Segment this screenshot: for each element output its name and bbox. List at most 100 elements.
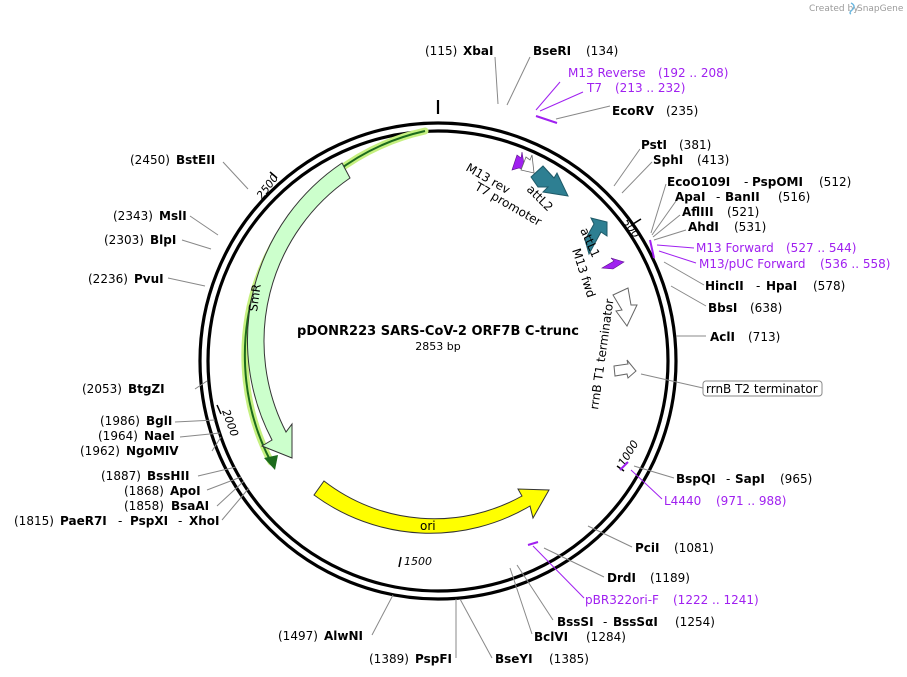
site-sapi[interactable]: SapI: [735, 472, 765, 486]
site-bsteii[interactable]: BstEII: [176, 153, 215, 167]
primer-t7-range: (213 .. 232): [615, 81, 685, 95]
smr-feature-arrow[interactable]: [247, 162, 351, 459]
site-hinc-sep: -: [756, 279, 760, 293]
smr-track-arrowhead: [264, 455, 278, 470]
site-bsaai-pos: (1858): [124, 499, 164, 513]
m13-fwd-arrow[interactable]: [601, 257, 625, 270]
primer-m13puc-forward[interactable]: M13/pUC Forward: [699, 257, 806, 271]
site-bsssi-pos: (1254): [675, 615, 715, 629]
snapgene-logo-icon: [849, 2, 855, 15]
pbr322-mark: [527, 541, 539, 546]
tick-mark-1500: [398, 556, 402, 568]
site-pspfi[interactable]: PspFI: [415, 652, 452, 666]
site-banii[interactable]: BanII: [725, 190, 760, 204]
leader-bspq: [633, 465, 675, 479]
site-pspxi[interactable]: PspXI: [130, 514, 168, 528]
primer-pbr322ori-f[interactable]: pBR322ori-F: [585, 593, 659, 607]
site-xhoi[interactable]: XhoI: [189, 514, 220, 528]
primer-m13-reverse[interactable]: M13 Reverse: [568, 66, 646, 80]
t7-promoter-arrow[interactable]: [520, 154, 535, 174]
leader-apoi: [206, 476, 242, 491]
primer-t7[interactable]: T7: [586, 81, 602, 95]
site-paer7i[interactable]: PaeR7I: [60, 514, 107, 528]
site-btgzi-pos: (2053): [82, 382, 122, 396]
site-pvui[interactable]: PvuI: [134, 272, 164, 286]
site-bsssi[interactable]: BssSI: [557, 615, 594, 629]
leader-paer: [221, 487, 250, 521]
site-bbsi[interactable]: BbsI: [708, 301, 737, 315]
leader-m13-forward: [656, 244, 695, 249]
site-alwni[interactable]: AlwNI: [324, 629, 363, 643]
leader-pvui: [167, 277, 206, 287]
site-pspomi[interactable]: PspOMI: [752, 175, 803, 189]
attl1-feature-arrow[interactable]: [584, 217, 608, 256]
site-bsssai[interactable]: BssSαI: [613, 615, 658, 629]
site-apai[interactable]: ApaI: [675, 190, 705, 204]
rrnb-t2-leader: [640, 373, 704, 389]
site-bsshii-pos: (1887): [101, 469, 141, 483]
ori-label: ori: [420, 519, 436, 533]
leader-bsteii: [222, 161, 249, 190]
site-bspqi[interactable]: BspQI: [676, 472, 716, 486]
site-ngomiv-pos: (1962): [80, 444, 120, 458]
site-apoi-pos: (1868): [124, 484, 164, 498]
site-bgli-pos: (1986): [100, 414, 140, 428]
leader-bseyi: [459, 598, 493, 659]
site-alwni-pos: (1497): [278, 629, 318, 643]
site-bclvi[interactable]: BclVI: [534, 630, 568, 644]
m13-rev-arrow[interactable]: [511, 151, 526, 171]
site-pcii[interactable]: PciI: [635, 541, 660, 555]
site-btgzi[interactable]: BtgZI: [128, 382, 165, 396]
site-apoi[interactable]: ApoI: [170, 484, 201, 498]
site-bgli[interactable]: BglI: [146, 414, 172, 428]
leader-bsaai: [216, 480, 245, 507]
rrnb-t1-terminator-arrow[interactable]: [612, 287, 638, 327]
primer-l4440-range: (971 .. 988): [716, 494, 786, 508]
site-blpi[interactable]: BlpI: [150, 233, 176, 247]
site-ecoo109i[interactable]: EcoO109I: [667, 175, 730, 189]
leader-bgli: [174, 419, 216, 423]
tick-mark-2500: [269, 171, 278, 179]
site-hincii[interactable]: HincII: [705, 279, 744, 293]
site-ecorv[interactable]: EcoRV: [612, 104, 655, 118]
tick-2000-label: 2000: [219, 408, 241, 439]
site-bseri[interactable]: BseRI: [533, 44, 571, 58]
site-ahdi[interactable]: AhdI: [688, 220, 719, 234]
site-bspq-pos: (965): [780, 472, 812, 486]
tick-1000-label: 1000: [616, 438, 642, 469]
site-hpai[interactable]: HpaI: [766, 279, 797, 293]
site-bseyi[interactable]: BseYI: [495, 652, 533, 666]
site-drdi[interactable]: DrdI: [607, 571, 636, 585]
site-eco-sep: -: [744, 175, 748, 189]
rrnb-t2-terminator-arrow[interactable]: [613, 359, 637, 379]
leader-t7: [539, 91, 584, 112]
site-xbai[interactable]: XbaI: [463, 44, 493, 58]
site-acli-pos: (713): [748, 330, 780, 344]
attl2-feature-arrow[interactable]: [530, 165, 569, 197]
site-psti-pos: (381): [679, 138, 711, 152]
tick-mark-500: [632, 218, 642, 225]
site-bsaai[interactable]: BsaAI: [171, 499, 209, 513]
site-acli[interactable]: AclI: [710, 330, 735, 344]
primer-pbr322-range: (1222 .. 1241): [673, 593, 759, 607]
site-sphi-pos: (413): [697, 153, 729, 167]
primer-m13-forward[interactable]: M13 Forward: [696, 241, 774, 255]
site-bsshii[interactable]: BssHII: [147, 469, 189, 483]
ori-feature-arrow[interactable]: [313, 480, 550, 534]
site-ngomiv[interactable]: NgoMIV: [126, 444, 179, 458]
site-afliii[interactable]: AflIII: [682, 205, 714, 219]
leader-ahdi: [653, 229, 687, 241]
plasmid-name: pDONR223 SARS-CoV-2 ORF7B C-trunc: [297, 324, 579, 339]
primer-l4440[interactable]: L4440: [664, 494, 701, 508]
leader-naei: [179, 432, 221, 438]
site-bbsi-pos: (638): [750, 301, 782, 315]
site-naei[interactable]: NaeI: [144, 429, 175, 443]
leader-apai: [651, 200, 677, 236]
leader-bclvi: [509, 567, 533, 635]
site-psti[interactable]: PstI: [641, 138, 667, 152]
rrnb-t2-label-box: [702, 380, 823, 397]
site-apai-sep: -: [716, 190, 720, 204]
site-msli[interactable]: MslI: [159, 209, 187, 223]
site-sphi[interactable]: SphI: [653, 153, 683, 167]
